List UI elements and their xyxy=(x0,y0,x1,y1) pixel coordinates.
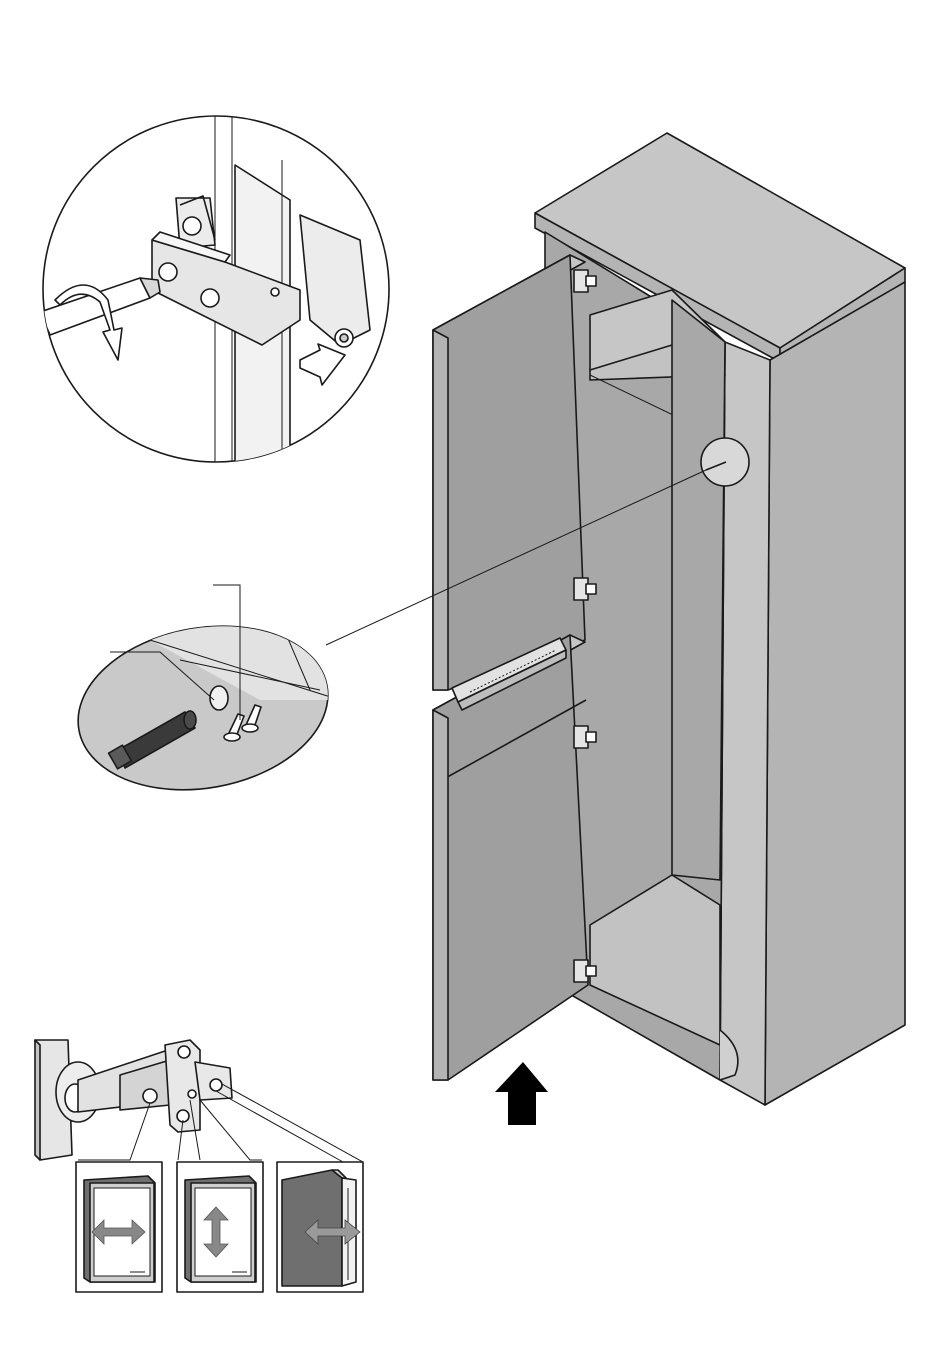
hinge-detail-circle xyxy=(40,110,389,470)
panel-horizontal-door xyxy=(84,1176,155,1282)
cabinet-inner-back xyxy=(672,300,725,880)
lower-door xyxy=(433,635,588,1080)
upper-door xyxy=(433,255,585,690)
cabinet-side-panel xyxy=(765,282,905,1105)
panel-depth-door xyxy=(282,1170,360,1286)
hinge-adjustment-diagram xyxy=(35,1040,363,1292)
lower-door-side xyxy=(433,710,448,1080)
upper-door-side xyxy=(433,330,448,690)
lower-door-face xyxy=(433,635,588,1080)
panel-vertical-door xyxy=(185,1176,256,1282)
upper-door-face xyxy=(433,255,585,690)
push-up-arrow xyxy=(495,1062,548,1125)
push-latch-detail xyxy=(65,580,341,809)
